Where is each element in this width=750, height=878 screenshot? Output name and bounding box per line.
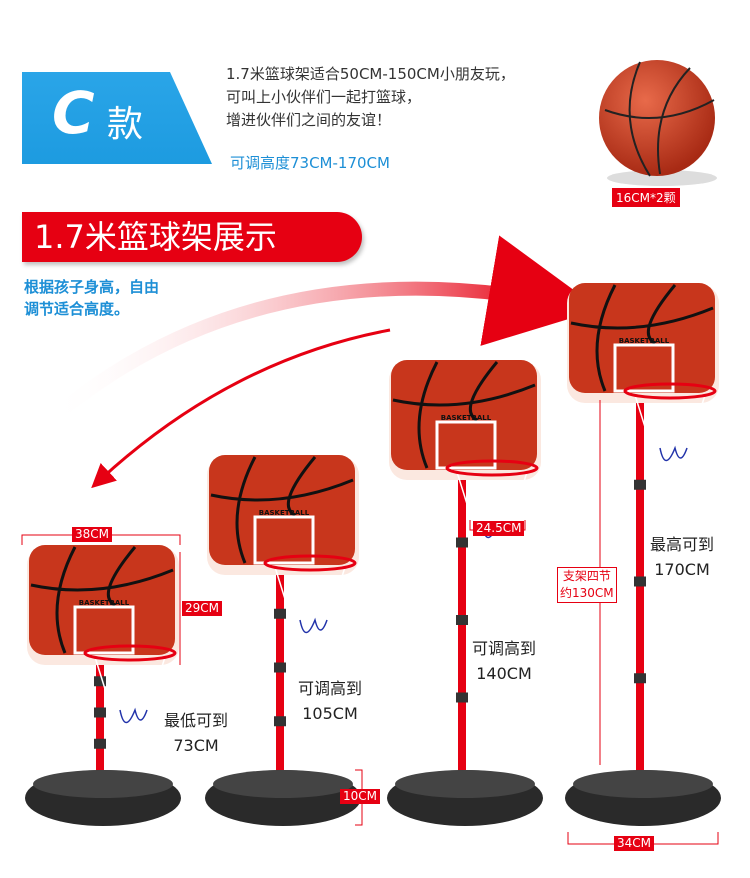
height-value: 105CM (302, 704, 358, 723)
net (274, 566, 346, 616)
backboard-text: BASKETBALL (259, 509, 310, 517)
product-description: 1.7米篮球架适合50CM-150CM小朋友玩， 可叫上小伙伴们一起打篮球， 增… (226, 63, 515, 132)
pole-clip (94, 738, 106, 749)
pole-clip (634, 479, 646, 490)
width-label: 38CM (72, 527, 113, 542)
backboard-text: BASKETBALL (441, 414, 492, 422)
ball-caption: 16CM*2颗 (612, 188, 680, 207)
rim (83, 644, 177, 662)
pole-clip (456, 692, 468, 703)
basketball-hoop: BASKETBALL (565, 283, 721, 826)
height-caption: 最高可到 (650, 535, 715, 554)
desc-line: 1.7米篮球架适合50CM-150CM小朋友玩， (226, 65, 515, 83)
variant-badge: C 款 (22, 57, 212, 177)
basketball-hoop: BASKETBALL (25, 545, 181, 826)
note-line: 根据孩子身高，自由 (24, 278, 160, 296)
basketball-hoop: BASKETBALL (387, 360, 543, 826)
net (634, 394, 706, 444)
net (456, 471, 528, 521)
height-label: 29CM (182, 601, 223, 616)
height-label-4: 最高可到 170CM (650, 532, 714, 582)
height-label-1: 最低可到 73CM (164, 708, 228, 758)
adjust-note: 根据孩子身高，自由 调节适合高度。 (24, 276, 159, 320)
badge-label: 款 (107, 104, 144, 145)
arrow-up-arc (45, 235, 601, 426)
pole-clip (456, 615, 468, 625)
pole-clip (274, 716, 286, 727)
arrow-down-arc (91, 328, 391, 489)
rim (623, 382, 717, 400)
basketball-image (599, 60, 717, 186)
note-line: 调节适合高度。 (24, 300, 130, 318)
base-height-label: 10CM (340, 789, 381, 804)
rim (263, 554, 357, 572)
backboard-text: BASKETBALL (79, 599, 130, 607)
height-label-3: 可调高到 140CM (472, 636, 536, 686)
height-value: 140CM (476, 664, 532, 683)
pole-label-line: 支架四节 (562, 569, 611, 583)
net (94, 656, 166, 706)
pole-label-line: 约130CM (560, 586, 614, 600)
height-caption: 可调高到 (298, 679, 363, 698)
pole-clip (274, 662, 286, 673)
base-width-label: 34CM (614, 836, 655, 851)
rim (445, 459, 539, 477)
height-caption: 可调高到 (472, 639, 537, 658)
basketball-hoop: BASKETBALL (205, 455, 361, 826)
rim-label: 24.5CM (473, 521, 525, 536)
height-value: 73CM (173, 736, 219, 755)
pole-clip (456, 537, 468, 548)
desc-line: 增进伙伴们之间的友谊！ (226, 111, 392, 129)
pole-label: 支架四节 约130CM (557, 567, 617, 603)
pole-clip (94, 707, 106, 718)
height-caption: 最低可到 (164, 711, 229, 730)
adjustable-range: 可调高度73CM-170CM (230, 154, 390, 172)
pole-clip (634, 673, 646, 684)
desc-line: 可叫上小伙伴们一起打篮球， (226, 88, 422, 106)
height-value: 170CM (654, 560, 710, 579)
badge-letter: C (52, 79, 95, 147)
section-banner: 1.7米篮球架展示 (22, 212, 362, 262)
height-label-2: 可调高到 105CM (298, 676, 362, 726)
backboard-text: BASKETBALL (619, 337, 670, 345)
pole-clip (94, 676, 106, 687)
pole-clip (634, 576, 646, 587)
pole-clip (274, 608, 286, 619)
